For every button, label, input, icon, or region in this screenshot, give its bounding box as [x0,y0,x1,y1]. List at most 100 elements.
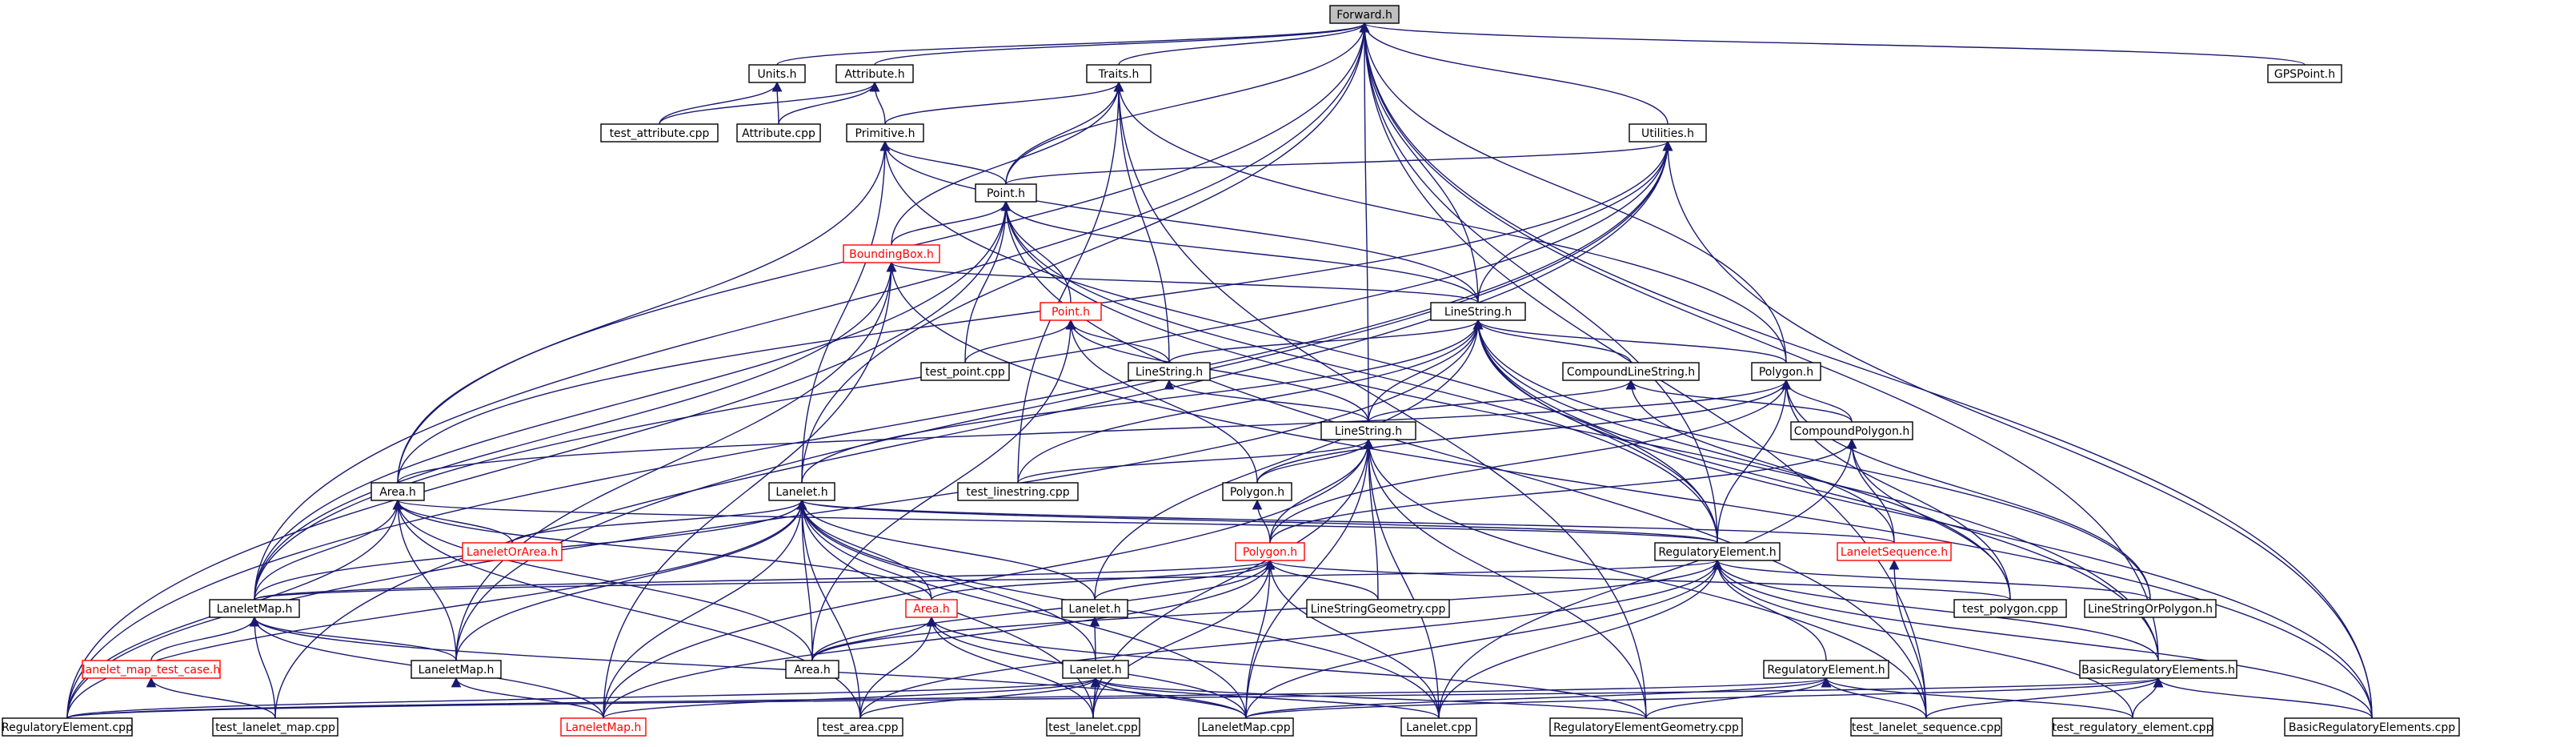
graph-node-linestring-h[interactable]: LineString.h [1430,302,1526,321]
node-label: test_lanelet_sequence.cpp [1852,721,2001,734]
node-box [1062,660,1129,679]
graph-node-area-h-red[interactable]: Area.h [905,599,958,618]
dependency-edge [884,81,1124,125]
graph-node-area-h[interactable]: Area.h [371,482,425,501]
dependency-edge [796,499,813,661]
node-label: Lanelet.h [1068,603,1120,616]
graph-node-point-h-red[interactable]: Point.h [1040,302,1102,321]
dependency-edge [1363,438,1647,719]
dependency-edge [869,81,886,125]
graph-node-lanelet-h2[interactable]: Lanelet.h [1061,599,1128,618]
graph-node-basicregulatoryelements-h[interactable]: BasicRegulatoryElements.h [2079,660,2237,679]
graph-node-attribute-cpp[interactable]: Attribute.cpp [736,123,821,143]
node-box [905,599,958,618]
dependency-edge [1245,438,1374,719]
graph-node-compoundpolygon-h[interactable]: CompoundPolygon.h [1790,421,1913,440]
graph-node-regulatoryelement-h[interactable]: RegulatoryElement.h [1654,542,1781,561]
dependency-edge [1472,319,1632,363]
dependency-edge [1712,559,2151,600]
node-box [2284,717,2460,737]
graph-node-lanelet-map-test-case-h[interactable]: lanelet_map_test_case.h [82,660,221,679]
dependency-edge [1269,379,1792,544]
node-box [1400,717,1477,737]
graph-node-polygon-h-red[interactable]: Polygon.h [1235,542,1305,561]
graph-node-regulatoryelementgeometry-cpp[interactable]: RegulatoryElementGeometry.cpp [1549,717,1743,737]
dependency-edge [146,677,276,719]
graph-node-test-polygon-cpp[interactable]: test_polygon.cpp [1953,599,2067,618]
graph-node-lanelet-h[interactable]: Lanelet.h [768,482,835,501]
graph-node-test-lanelet-sequence-cpp[interactable]: test_lanelet_sequence.cpp [1850,717,2002,737]
dependency-edge [274,140,1673,719]
graph-node-test-point-cpp[interactable]: test_point.cpp [920,362,1010,381]
dependency-edge [511,499,807,544]
graph-node-test-area-cpp[interactable]: test_area.cpp [817,717,903,737]
dependency-edge [1000,200,2159,661]
graph-node-linestring-h3[interactable]: LineString.h [1320,421,1416,440]
dependency-edge [1438,438,1857,719]
graph-node-linestringgeometry-cpp[interactable]: LineStringGeometry.cpp [1306,599,1450,618]
dependency-edge [1000,200,1927,719]
dependency-edge [254,261,897,600]
node-label: LineStringOrPolygon.h [2088,603,2213,616]
graph-node-boundingbox-h[interactable]: BoundingBox.h [843,244,940,263]
dependency-edge [1245,677,2163,719]
dependency-edge [1113,81,1170,363]
dependency-edge [1359,22,1787,363]
graph-node-laneletmap-h[interactable]: LaneletMap.h [209,599,300,618]
graph-node-lanelet-h3[interactable]: Lanelet.h [1062,660,1129,679]
graph-node-regulatoryelement-cpp[interactable]: RegulatoryElement.cpp [2,717,133,737]
dependency-edge [254,559,1722,600]
graph-node-test-linestring-cpp[interactable]: test_linestring.cpp [957,482,1079,501]
graph-node-test-lanelet-cpp[interactable]: test_lanelet.cpp [1046,717,1140,737]
graph-node-linestring-h2[interactable]: LineString.h [1128,362,1211,381]
graph-node-utilities-h[interactable]: Utilities.h [1629,123,1707,143]
graph-node-compoundlinestring-h[interactable]: CompoundLineString.h [1562,362,1700,381]
graph-node-basicregulatoryelements-cpp[interactable]: BasicRegulatoryElements.cpp [2284,717,2460,737]
node-box [2079,660,2237,679]
graph-node-test-attribute-cpp[interactable]: test_attribute.cpp [600,123,719,143]
graph-node-point-h[interactable]: Point.h [975,183,1037,203]
graph-node-lanelet-cpp[interactable]: Lanelet.cpp [1400,717,1477,737]
graph-node-primitive-h[interactable]: Primitive.h [846,123,924,143]
graph-node-polygon-h[interactable]: Polygon.h [1751,362,1821,381]
dependency-edge [1712,559,1827,661]
graph-node-traits-h[interactable]: Traits.h [1086,64,1152,83]
dependency-edge [1113,81,1787,363]
graph-node-test-regulatory-element-cpp[interactable]: test_regulatory_element.cpp [2052,717,2213,737]
node-box [1837,542,1952,561]
dependency-edge [66,200,1012,719]
node-label: LaneletSequence.h [1841,546,1948,559]
node-box [1040,302,1102,321]
dependency-edge [392,499,457,661]
dependency-edge [1925,677,2164,719]
dependency-edge [1269,438,1857,544]
dependency-edge [879,140,1479,303]
dependency-edge [1264,559,1379,600]
graph-node-attribute-h[interactable]: Attribute.h [835,64,914,83]
dependency-edge [392,499,513,544]
node-label: LaneletMap.cpp [1201,721,1290,734]
node-box [1086,64,1152,83]
dependency-edge [1363,438,1379,600]
node-label: Polygon.h [1243,546,1297,559]
graph-node-gpspoint-h[interactable]: GPSPoint.h [2267,64,2342,83]
graph-node-polygon-h2[interactable]: Polygon.h [1222,482,1292,501]
dependency-edge [1472,319,2159,661]
graph-node-area-h2[interactable]: Area.h [785,660,839,679]
node-label: lanelet_map_test_case.h [82,664,220,677]
dependency-edge [1000,200,1072,303]
graph-node-linestringorpolygon-h[interactable]: LineStringOrPolygon.h [2084,599,2217,618]
graph-node-test-lanelet-map-cpp[interactable]: test_lanelet_map.cpp [212,717,339,737]
graph-node-laneletmap-h-red[interactable]: LaneletMap.h [560,717,647,737]
node-box [2,717,133,737]
dependency-edge [811,319,1076,661]
dependency-edge [66,677,2163,719]
dependency-edge [1472,319,1787,363]
graph-node-laneletmap-cpp[interactable]: LaneletMap.cpp [1198,717,1294,737]
graph-node-laneletmap-h2[interactable]: LaneletMap.h [411,660,502,679]
graph-node-laneletorarea-h[interactable]: LaneletOrArea.h [462,542,563,561]
graph-node-laneletsequence-h[interactable]: LaneletSequence.h [1837,542,1952,561]
graph-node-units-h[interactable]: Units.h [748,64,806,83]
graph-node-regulatoryelement-h2[interactable]: RegulatoryElement.h [1763,660,1889,679]
